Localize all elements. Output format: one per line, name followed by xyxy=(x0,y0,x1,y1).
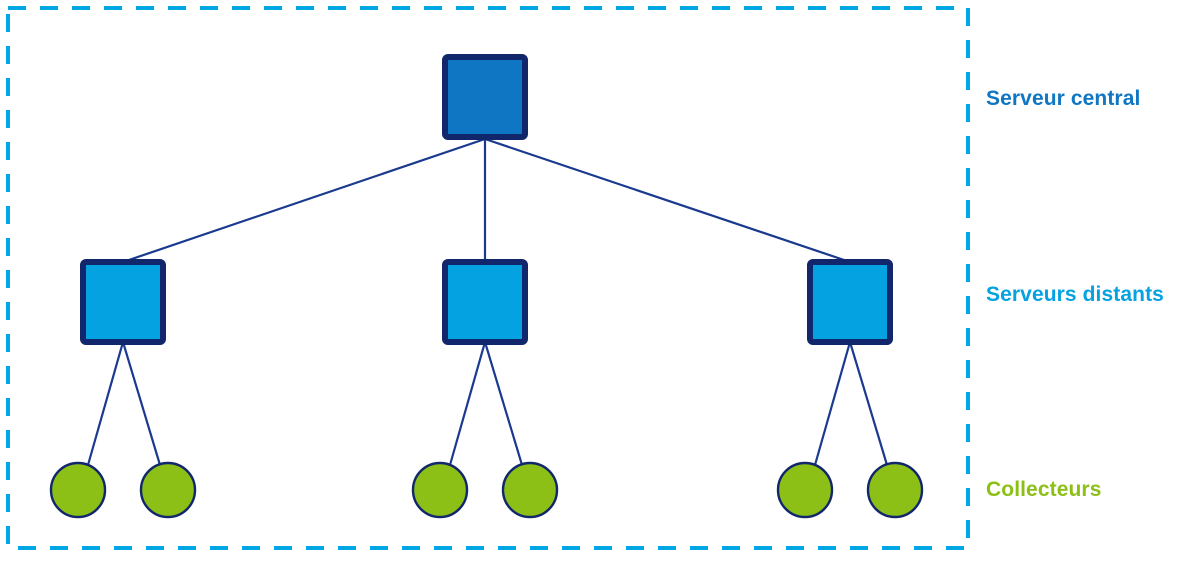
node-collector-3[interactable] xyxy=(411,461,469,519)
edge-remote-server-1-to-collector-2 xyxy=(121,341,162,466)
edges-remote-to-collectors xyxy=(86,341,889,466)
node-collector-1[interactable] xyxy=(49,461,107,519)
node-remote-server-3[interactable] xyxy=(807,259,893,345)
edge-remote-server-3-to-collector-6 xyxy=(848,341,889,466)
node-collector-6[interactable] xyxy=(866,461,924,519)
node-central-server[interactable] xyxy=(442,54,528,140)
node-collector-5[interactable] xyxy=(776,461,834,519)
node-collector-2[interactable] xyxy=(139,461,197,519)
legend-label-collecteurs: Collecteurs xyxy=(986,478,1102,501)
edges-central-to-remote xyxy=(122,137,851,264)
edge-remote-server-2-to-collector-4 xyxy=(483,341,524,466)
legend-label-serveur-central: Serveur central xyxy=(986,87,1141,110)
node-remote-server-2[interactable] xyxy=(442,259,528,345)
edge-remote-server-3-to-collector-5 xyxy=(813,341,852,466)
edge-central-to-remote-server-3 xyxy=(484,137,851,264)
edge-central-to-remote-server-1 xyxy=(122,137,486,264)
legend-label-serveurs-distants: Serveurs distants xyxy=(986,283,1164,306)
edge-remote-server-2-to-collector-3 xyxy=(448,341,487,466)
edge-remote-server-1-to-collector-1 xyxy=(86,341,125,466)
node-collector-4[interactable] xyxy=(501,461,559,519)
system-boundary-dashed-rect xyxy=(6,6,970,550)
node-remote-server-1[interactable] xyxy=(80,259,166,345)
